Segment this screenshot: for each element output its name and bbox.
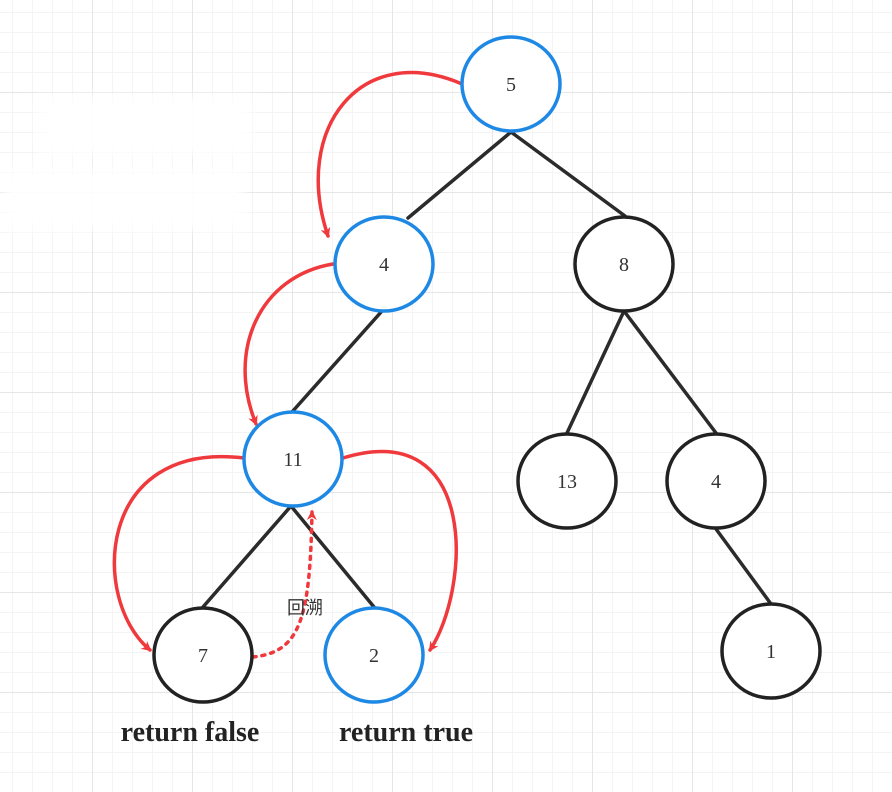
node-7-label: 7 bbox=[198, 645, 208, 667]
node-4-left-circle bbox=[333, 215, 435, 313]
node-1: 1 bbox=[720, 602, 822, 700]
node-13-circle bbox=[516, 432, 618, 530]
blur-patch-top bbox=[40, 96, 250, 156]
node-4-left-label: 4 bbox=[379, 254, 389, 276]
left-leaf-result: return false bbox=[121, 717, 260, 748]
node-1-label: 1 bbox=[766, 641, 776, 663]
tree-nodes: 5 4 8 11 13 4 7 2 bbox=[152, 35, 822, 704]
node-7-circle bbox=[152, 606, 254, 704]
edge-5-to-4 bbox=[406, 130, 513, 220]
edge-4-to-1 bbox=[714, 527, 773, 606]
edge-8-to-4 bbox=[622, 309, 718, 435]
node-4-right-circle bbox=[665, 432, 767, 530]
node-8: 8 bbox=[573, 215, 675, 313]
arrow-5-to-4 bbox=[316, 70, 464, 238]
node-13: 13 bbox=[516, 432, 618, 530]
node-5-circle bbox=[460, 35, 562, 133]
node-1-circle bbox=[720, 602, 822, 700]
arrow-4-to-11 bbox=[243, 262, 335, 426]
node-2-circle bbox=[323, 606, 425, 704]
node-7: 7 bbox=[152, 606, 254, 704]
node-11-label: 11 bbox=[283, 449, 302, 471]
traversal-arrows bbox=[112, 70, 464, 659]
node-5-label: 5 bbox=[506, 74, 516, 96]
node-2: 2 bbox=[323, 606, 425, 704]
node-13-label: 13 bbox=[557, 471, 577, 493]
edge-5-to-8 bbox=[509, 130, 627, 218]
edge-11-to-7 bbox=[201, 504, 293, 609]
arrow-11-to-7 bbox=[112, 454, 246, 652]
node-4-left: 4 bbox=[333, 215, 435, 313]
edge-8-to-13 bbox=[565, 309, 626, 435]
node-8-label: 8 bbox=[619, 254, 629, 276]
node-11-circle bbox=[242, 410, 344, 508]
node-11: 11 bbox=[242, 410, 344, 508]
arrow-11-to-2 bbox=[341, 449, 458, 652]
blur-patch-middle bbox=[4, 168, 244, 230]
node-4-right: 4 bbox=[665, 432, 767, 530]
tree-edges bbox=[201, 130, 773, 609]
arrow-backtrack-7-to-11 bbox=[251, 510, 317, 659]
node-4-right-label: 4 bbox=[711, 471, 721, 493]
backtrack-label: 回溯 bbox=[287, 598, 323, 619]
node-2-label: 2 bbox=[369, 645, 379, 667]
edge-4-to-11 bbox=[290, 309, 384, 414]
edge-11-to-2 bbox=[289, 504, 376, 609]
node-5: 5 bbox=[460, 35, 562, 133]
right-leaf-result: return true bbox=[339, 717, 473, 748]
node-8-circle bbox=[573, 215, 675, 313]
